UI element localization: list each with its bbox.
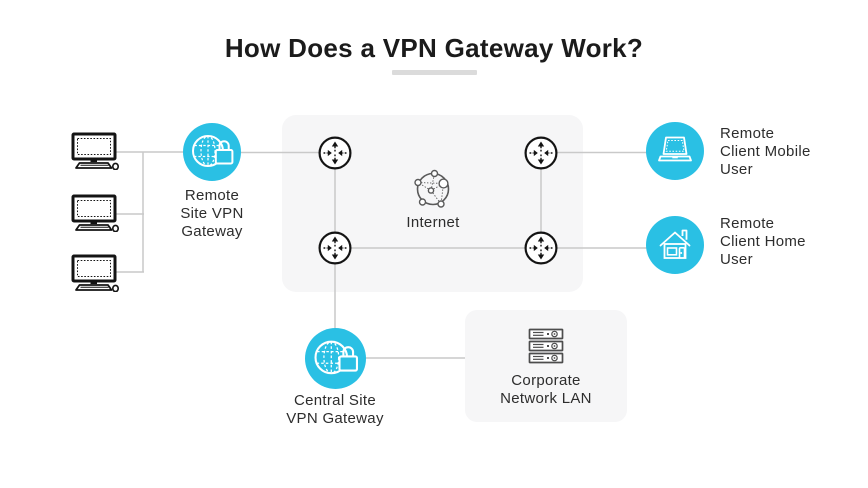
router-icon xyxy=(318,231,352,265)
computer-icon xyxy=(71,132,119,170)
corporate-lan-label: Corporate Network LAN xyxy=(500,372,592,407)
computer-icon xyxy=(71,194,119,232)
house-icon xyxy=(659,229,691,259)
home-user-node xyxy=(646,216,704,274)
computer-icon xyxy=(71,254,119,292)
central-site-gateway-node xyxy=(304,328,366,389)
server-stack-icon xyxy=(528,328,564,364)
home-user-label: Remote Client Home User xyxy=(720,215,806,268)
remote-site-gateway-node xyxy=(183,123,241,181)
mobile-user-node xyxy=(646,122,704,180)
internet-label: Internet xyxy=(406,214,460,231)
globe-lock-icon xyxy=(192,135,234,167)
router-icon xyxy=(524,136,558,169)
router-icon xyxy=(318,136,352,169)
internet-globe-icon xyxy=(414,169,450,208)
page-title: How Does a VPN Gateway Work? xyxy=(224,33,644,63)
laptop-icon xyxy=(658,136,692,162)
mobile-user-label: Remote Client Mobile User xyxy=(720,125,811,178)
router-icon xyxy=(524,231,558,265)
remote-site-gateway-label: Remote Site VPN Gateway xyxy=(180,187,244,240)
central-site-gateway-label: Central Site VPN Gateway xyxy=(286,392,384,427)
title-underline xyxy=(392,70,477,75)
globe-lock-icon xyxy=(313,340,358,375)
